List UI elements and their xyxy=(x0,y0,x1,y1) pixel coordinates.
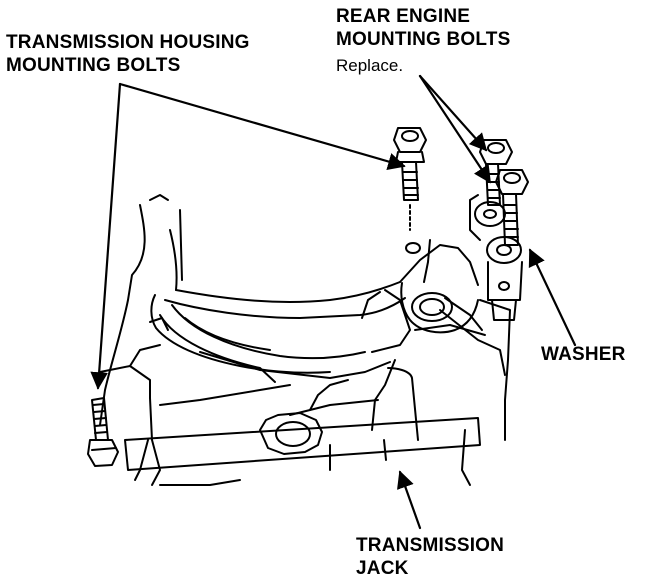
housing-label-line-1: TRANSMISSION HOUSING xyxy=(6,32,250,53)
rear-label-line-1: REAR ENGINE xyxy=(336,6,471,27)
transmission-housing xyxy=(99,194,511,486)
transmission-housing-bolts-label: TRANSMISSION HOUSING MOUNTING BOLTS xyxy=(6,31,250,77)
jack-label-line-1: TRANSMISSION xyxy=(356,535,505,556)
rear-engine-bolts xyxy=(469,139,529,321)
housing-bolt-upper xyxy=(393,127,427,254)
rear-mount-boss xyxy=(400,282,479,334)
transmission-jack-label: TRANSMISSION JACK xyxy=(356,534,504,580)
housing-bolt-lower xyxy=(87,397,119,467)
washer-label: WASHER xyxy=(541,344,626,365)
transmission-jack xyxy=(124,412,481,471)
rear-bolts-replace-note: Replace. xyxy=(336,56,404,75)
rear-engine-bolts-label: REAR ENGINE MOUNTING BOLTS xyxy=(336,5,511,51)
jack-label-line-2: JACK xyxy=(356,558,409,579)
leader-arrows xyxy=(90,74,577,530)
rear-label-line-2: MOUNTING BOLTS xyxy=(336,29,511,50)
housing-label-line-2: MOUNTING BOLTS xyxy=(6,55,181,76)
